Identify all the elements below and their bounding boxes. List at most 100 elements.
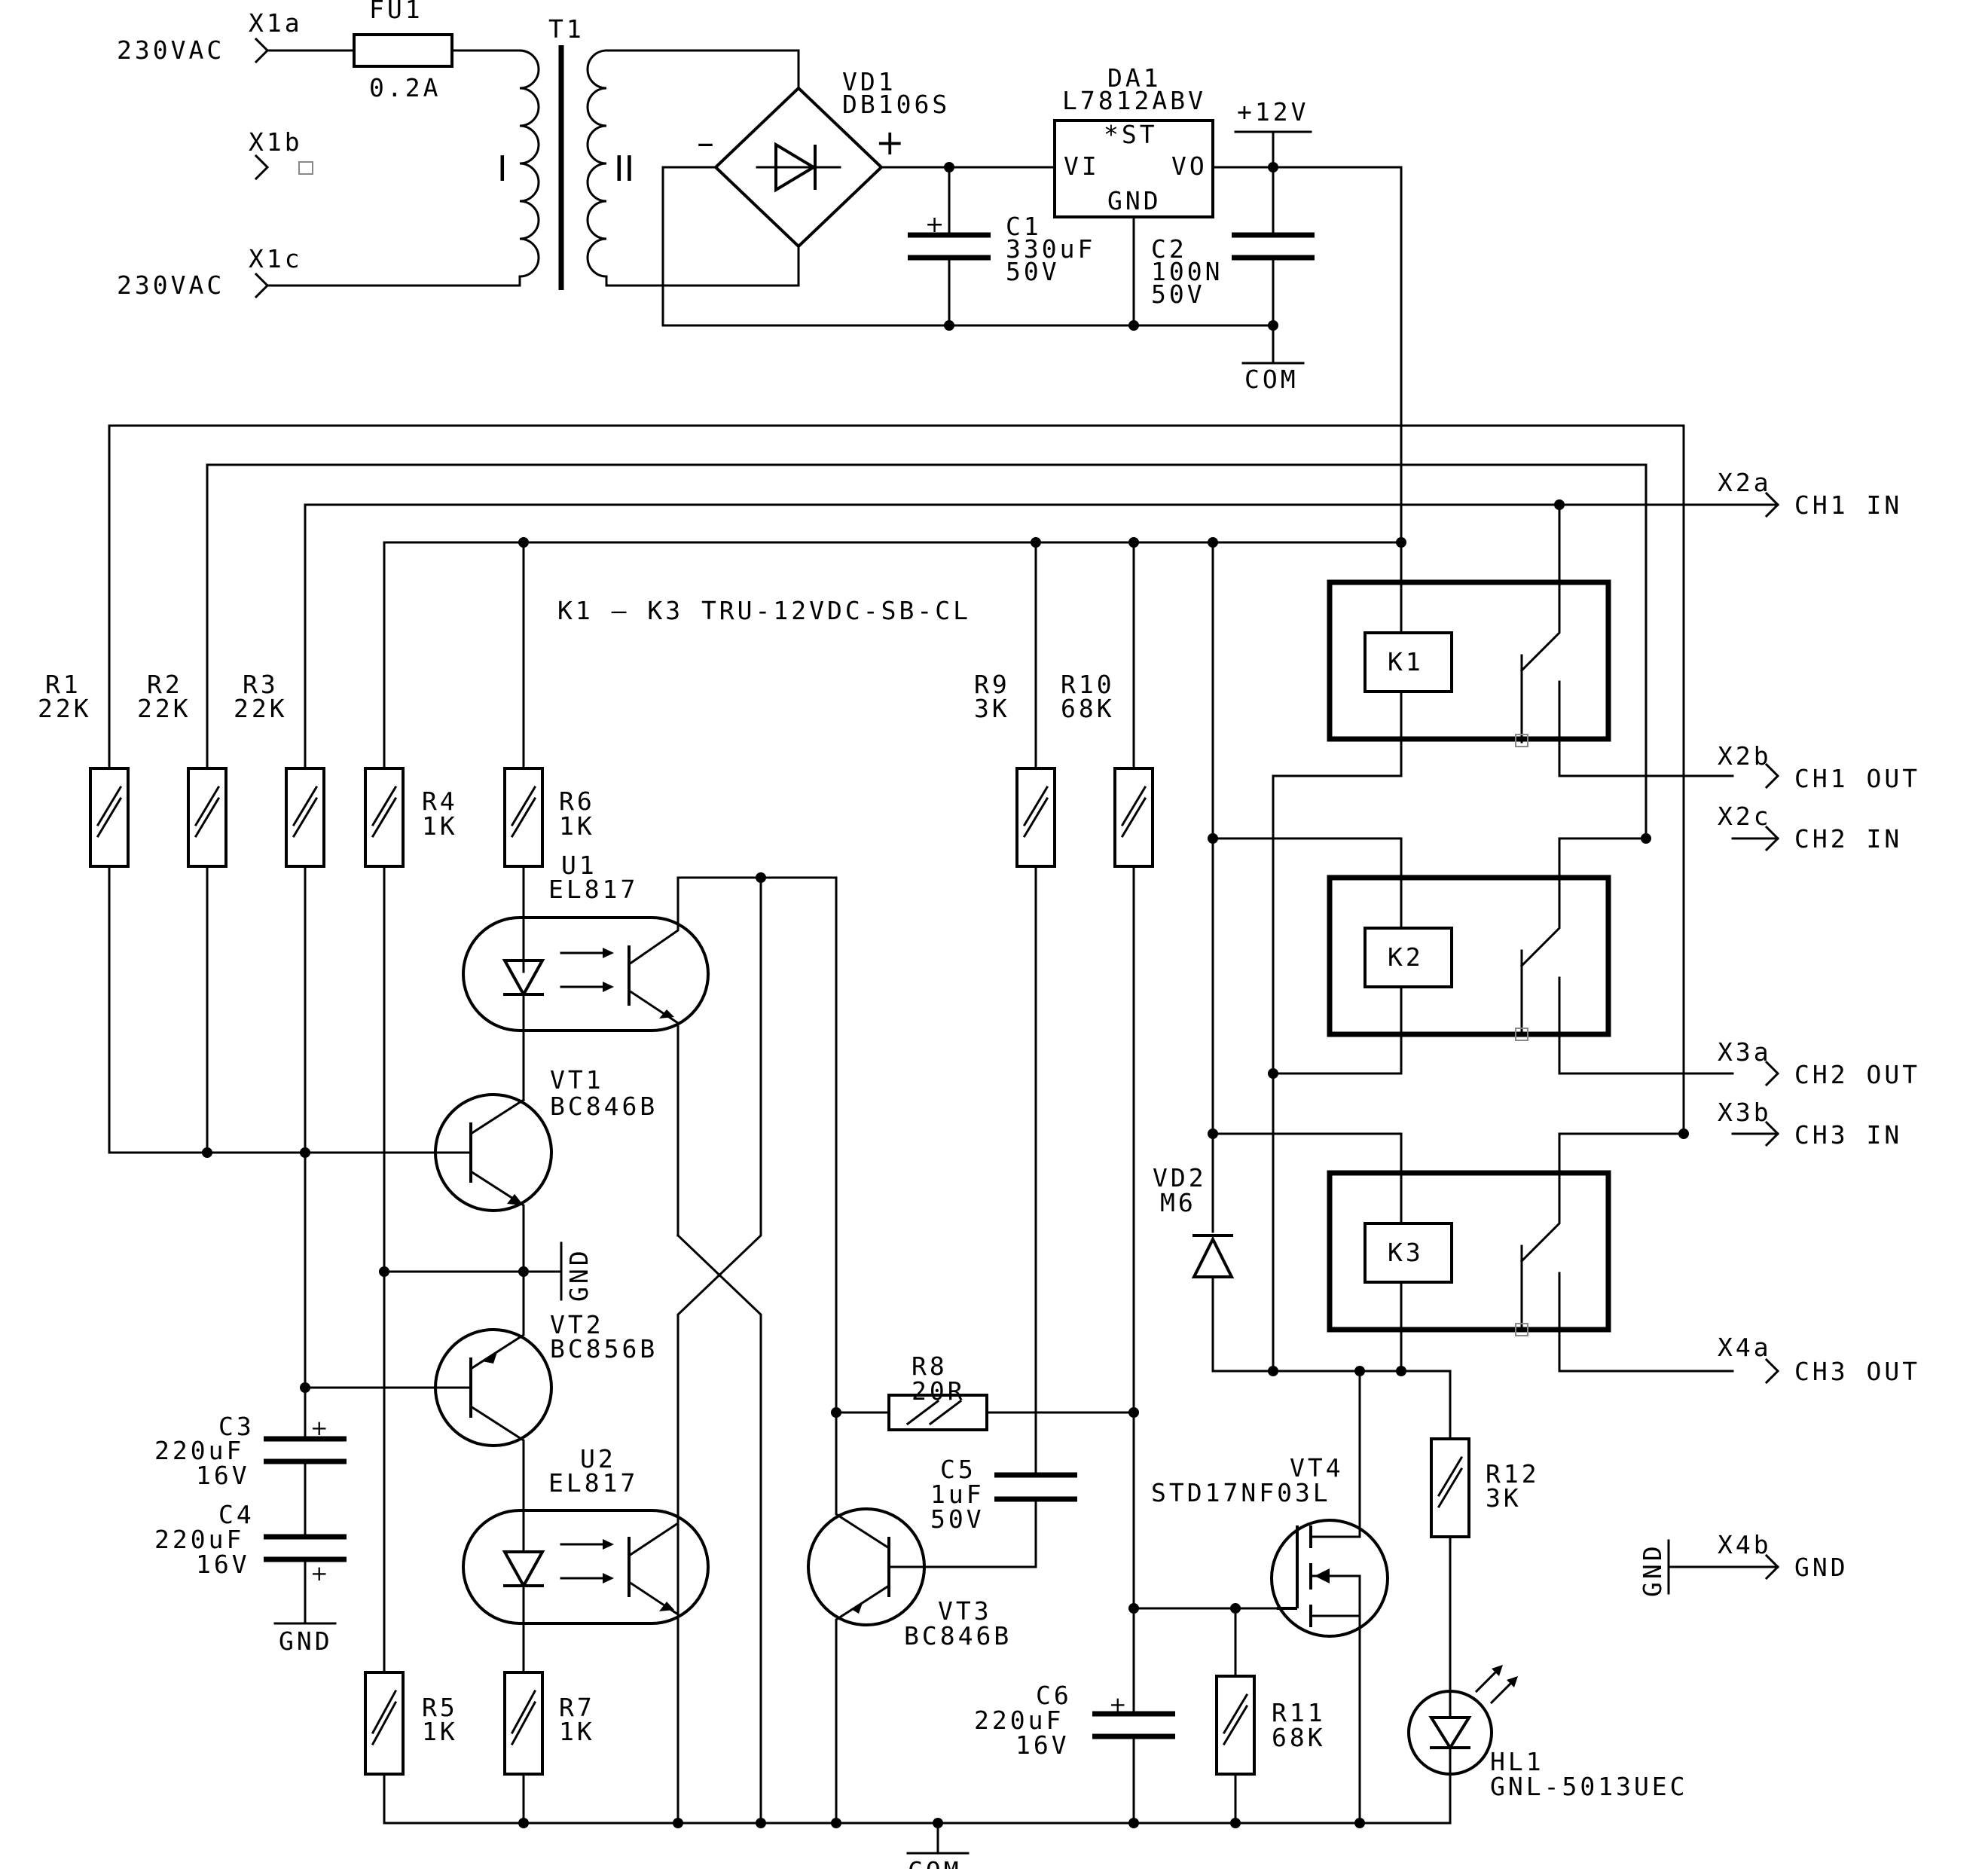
u2-label: U2 <box>580 1444 616 1474</box>
c5-label: C5 <box>940 1455 976 1484</box>
c3-voltage: 16V <box>196 1461 250 1490</box>
v230a-label: 230VAC <box>117 35 224 65</box>
t1-label: T1 <box>548 14 585 44</box>
r8-label: R8 <box>912 1351 948 1381</box>
ch2-in-label: CH2 IN <box>1794 824 1902 854</box>
fu1-label: FU1 <box>369 0 423 24</box>
vd2-label: VD2 <box>1153 1163 1207 1193</box>
c6-label: C6 <box>1036 1681 1072 1710</box>
ch1-out-label: CH1 OUT <box>1794 764 1920 793</box>
c1-label: C1 <box>1006 212 1042 241</box>
cross-wires <box>676 876 762 1825</box>
k3-label: K3 <box>1388 1238 1424 1267</box>
optocoupler-u1 <box>462 872 838 1418</box>
gnd-left-label: GND <box>279 1626 333 1656</box>
vt1-value: BC846B <box>550 1092 658 1121</box>
r2-label: R2 <box>147 670 183 699</box>
vt3-value: BC846B <box>904 1621 1012 1651</box>
capacitor-c6: + <box>1092 1603 1175 1825</box>
relay-k1 <box>1272 503 1734 1373</box>
x3a-label: X3a <box>1718 1037 1772 1067</box>
fuse-fu1 <box>307 33 521 68</box>
vt4-label: VT4 <box>1290 1453 1344 1483</box>
vt2-label: VT2 <box>550 1310 604 1339</box>
r9-value: 3K <box>974 694 1010 723</box>
capacitor-c2 <box>1232 130 1315 365</box>
da1-value: L7812ABV <box>1062 86 1206 115</box>
da1-vo: VO <box>1171 151 1208 181</box>
led-hl1 <box>1407 1665 1518 1825</box>
optocoupler-u2 <box>462 1494 710 1825</box>
com-bottom-label: COM <box>908 1856 962 1869</box>
u1-value: EL817 <box>548 875 638 904</box>
capacitor-c5 <box>925 1472 1077 1568</box>
resistor-r12 <box>1430 1370 1470 1696</box>
c5-voltage: 50V <box>930 1504 985 1534</box>
mosfet-vt4 <box>1270 1370 1389 1825</box>
r10-label: R10 <box>1061 670 1115 699</box>
x1c-label: X1c <box>249 244 303 273</box>
r2-value: 22K <box>137 694 191 723</box>
vt3-label: VT3 <box>938 1596 992 1626</box>
hl1-label: HL1 <box>1490 1747 1544 1776</box>
v12-label: +12V <box>1237 97 1309 127</box>
connector-x1 <box>254 37 313 299</box>
transistor-vt3 <box>807 1411 928 1825</box>
c6-voltage: 16V <box>1015 1730 1070 1760</box>
connector-x2-x4 <box>1667 491 1780 1595</box>
c4-voltage: 16V <box>196 1550 250 1579</box>
vd1-label: VD1 <box>842 67 896 96</box>
gnd-mid-label: GND <box>564 1248 594 1302</box>
r6-value: 1K <box>559 811 595 841</box>
r8-value: 20R <box>912 1376 966 1406</box>
x4b-name: GND <box>1794 1553 1849 1582</box>
k2-label: K2 <box>1388 942 1424 972</box>
c1-plus: + <box>925 212 944 238</box>
r1-value: 22K <box>38 694 92 723</box>
transistor-vt1 <box>432 1093 553 1273</box>
svg-text:+: + <box>1109 1692 1126 1717</box>
svg-text:+: + <box>310 1415 328 1440</box>
r4-value: 1K <box>422 811 458 841</box>
c3-label: C3 <box>218 1412 255 1441</box>
t1-secondary-mark: II <box>614 148 634 189</box>
transistor-vt2 <box>432 1270 553 1497</box>
da1-label: DA1 <box>1107 63 1162 93</box>
x2b-label: X2b <box>1718 741 1772 771</box>
ch3-out-label: CH3 OUT <box>1794 1357 1920 1386</box>
vd2-value: M6 <box>1160 1188 1196 1217</box>
vt1-label: VT1 <box>550 1065 604 1095</box>
ch2-out-label: CH2 OUT <box>1794 1060 1920 1089</box>
x2a-label: X2a <box>1718 468 1772 497</box>
r10-value: 68K <box>1061 694 1115 723</box>
svg-text:+: + <box>310 1561 328 1586</box>
gnd-mid <box>383 1241 563 1301</box>
u2-value: EL817 <box>548 1468 638 1498</box>
c2-label: C2 <box>1151 234 1187 264</box>
r3-label: R3 <box>243 670 279 699</box>
ch3-in-label: CH3 IN <box>1794 1120 1902 1150</box>
c6-value: 220uF <box>974 1706 1064 1735</box>
r3-value: 22K <box>234 694 288 723</box>
x4b-label: X4b <box>1718 1530 1772 1559</box>
da1-gnd: GND <box>1107 186 1162 215</box>
bus-wires <box>108 424 1734 1135</box>
x4a-label: X4a <box>1718 1333 1772 1362</box>
r4-label: R4 <box>422 786 458 816</box>
relay-k3 <box>1208 1128 1734 1373</box>
r12-value: 3K <box>1486 1483 1522 1513</box>
relay-k2 <box>1208 833 1734 1079</box>
com-bus <box>383 1818 1452 1855</box>
r11-value: 68K <box>1272 1723 1326 1752</box>
ch1-in-label: CH1 IN <box>1794 490 1902 520</box>
v230c-label: 230VAC <box>117 270 224 300</box>
x2c-label: X2c <box>1718 802 1772 831</box>
r6-label: R6 <box>559 786 595 816</box>
c5-value: 1uF <box>930 1480 985 1509</box>
capacitor-c1 <box>908 162 991 331</box>
c1-voltage: 50V <box>1006 257 1060 286</box>
x1a-label: X1a <box>249 8 303 38</box>
da1-st: *ST <box>1104 120 1158 149</box>
r7-label: R7 <box>559 1693 595 1722</box>
